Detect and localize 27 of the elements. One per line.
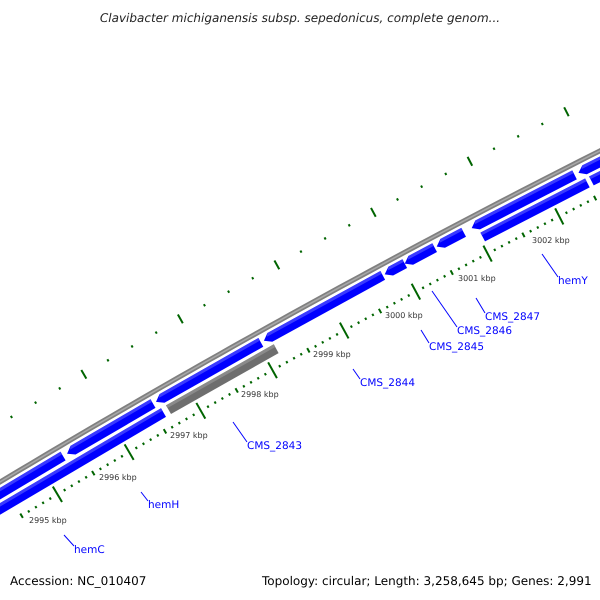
leader-line bbox=[64, 534, 74, 546]
gene-label: CMS_2846 bbox=[457, 325, 512, 337]
position-label: 2996 kbp bbox=[99, 473, 137, 483]
position-label: 3000 kbp bbox=[385, 311, 423, 321]
position-label: 2999 kbp bbox=[313, 350, 351, 360]
gene-label: CMS_2847 bbox=[485, 311, 540, 323]
position-label: 2997 kbp bbox=[170, 431, 208, 441]
leader-line bbox=[476, 298, 486, 314]
position-label: 3001 kbp bbox=[458, 274, 496, 284]
title: Clavibacter michiganensis subsp. sepedonicus, complete genom... bbox=[98, 10, 502, 27]
leader-line bbox=[140, 492, 148, 502]
gene-label: hemY bbox=[558, 275, 588, 287]
leader-line bbox=[542, 254, 558, 278]
leader-line bbox=[352, 368, 360, 380]
gene-label: CMS_2844 bbox=[360, 377, 416, 389]
position-label: 2998 kbp bbox=[241, 390, 279, 400]
info-text: Accession: NC_010407 bbox=[10, 574, 146, 588]
gene-label: hemH bbox=[148, 499, 180, 511]
gene-label: hemC bbox=[74, 544, 105, 556]
leader-line bbox=[432, 290, 458, 328]
gene-label: CMS_2843 bbox=[247, 440, 302, 452]
position-label: 2995 kbp bbox=[29, 516, 67, 526]
position-label: 3002 kbp bbox=[532, 236, 570, 246]
leader-line bbox=[420, 330, 430, 344]
info-text: Topology: circular; Length: 3,258,645 bp; Genes: 2,991 bbox=[262, 574, 592, 588]
leader-line bbox=[232, 422, 248, 442]
gene-label: CMS_2845 bbox=[429, 341, 484, 353]
